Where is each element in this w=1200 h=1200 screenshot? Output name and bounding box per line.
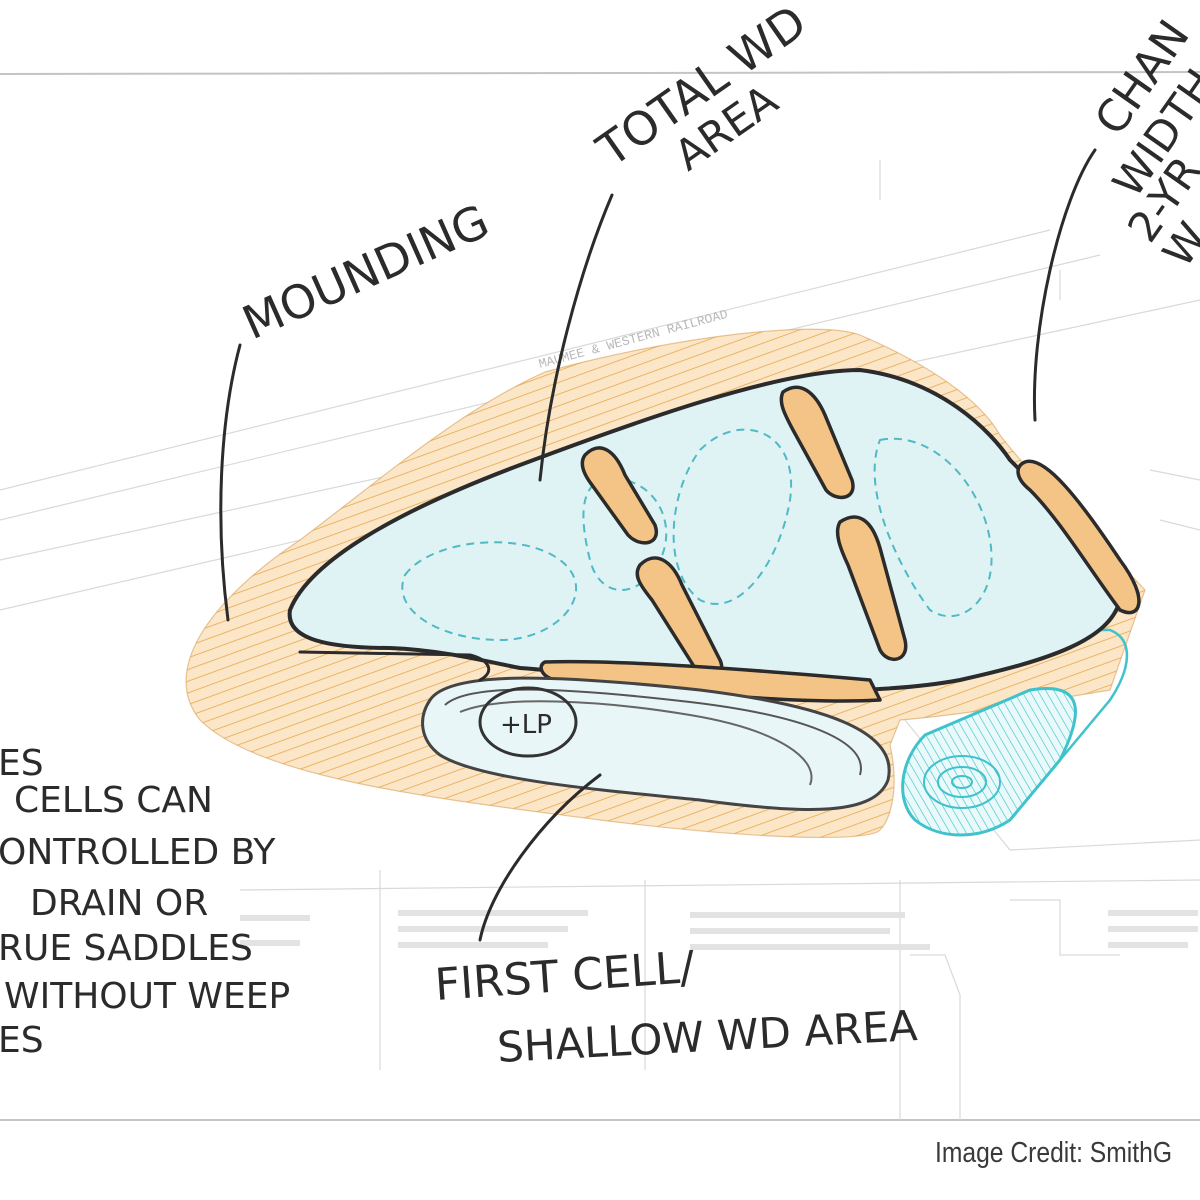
channel-leader xyxy=(1032,148,1097,422)
note-line-7: ES xyxy=(0,1020,44,1061)
mounding-label: MOUNDING xyxy=(235,194,497,350)
leader-lines xyxy=(219,148,1097,942)
cad-text-blocks xyxy=(240,910,1198,950)
first-cell xyxy=(421,676,891,812)
cell-control-note: ES CELLS CAN ONTROLLED BY DRAIN OR RUE S… xyxy=(0,743,290,1061)
internal-berms xyxy=(539,385,1141,703)
teal-cell xyxy=(901,628,1129,837)
total-wd-area xyxy=(287,368,1122,693)
outlet-leader xyxy=(298,650,491,682)
plp-label: +LP xyxy=(500,710,552,740)
note-line-4: DRAIN OR xyxy=(30,883,208,924)
plp-pool xyxy=(478,686,578,758)
note-line-6: WITHOUT WEEP xyxy=(4,976,290,1017)
total-wd-leader xyxy=(538,193,614,482)
mounding-leader xyxy=(219,343,242,622)
first-cell-label-line1: FIRST CELL/ xyxy=(433,942,696,1011)
note-line-2: CELLS CAN xyxy=(14,780,213,821)
note-line-3: ONTROLLED BY xyxy=(0,832,276,873)
sheet-frame xyxy=(0,71,1200,1121)
note-line-5: RUE SADDLES xyxy=(0,928,253,969)
first-cell-leader xyxy=(478,773,602,942)
first-cell-label-line2: SHALLOW WD AREA xyxy=(496,1001,919,1072)
deep-pool-outlines xyxy=(401,428,993,642)
image-credit: Image Credit: SmithG xyxy=(935,1137,1173,1169)
note-line-1: ES xyxy=(0,743,44,784)
